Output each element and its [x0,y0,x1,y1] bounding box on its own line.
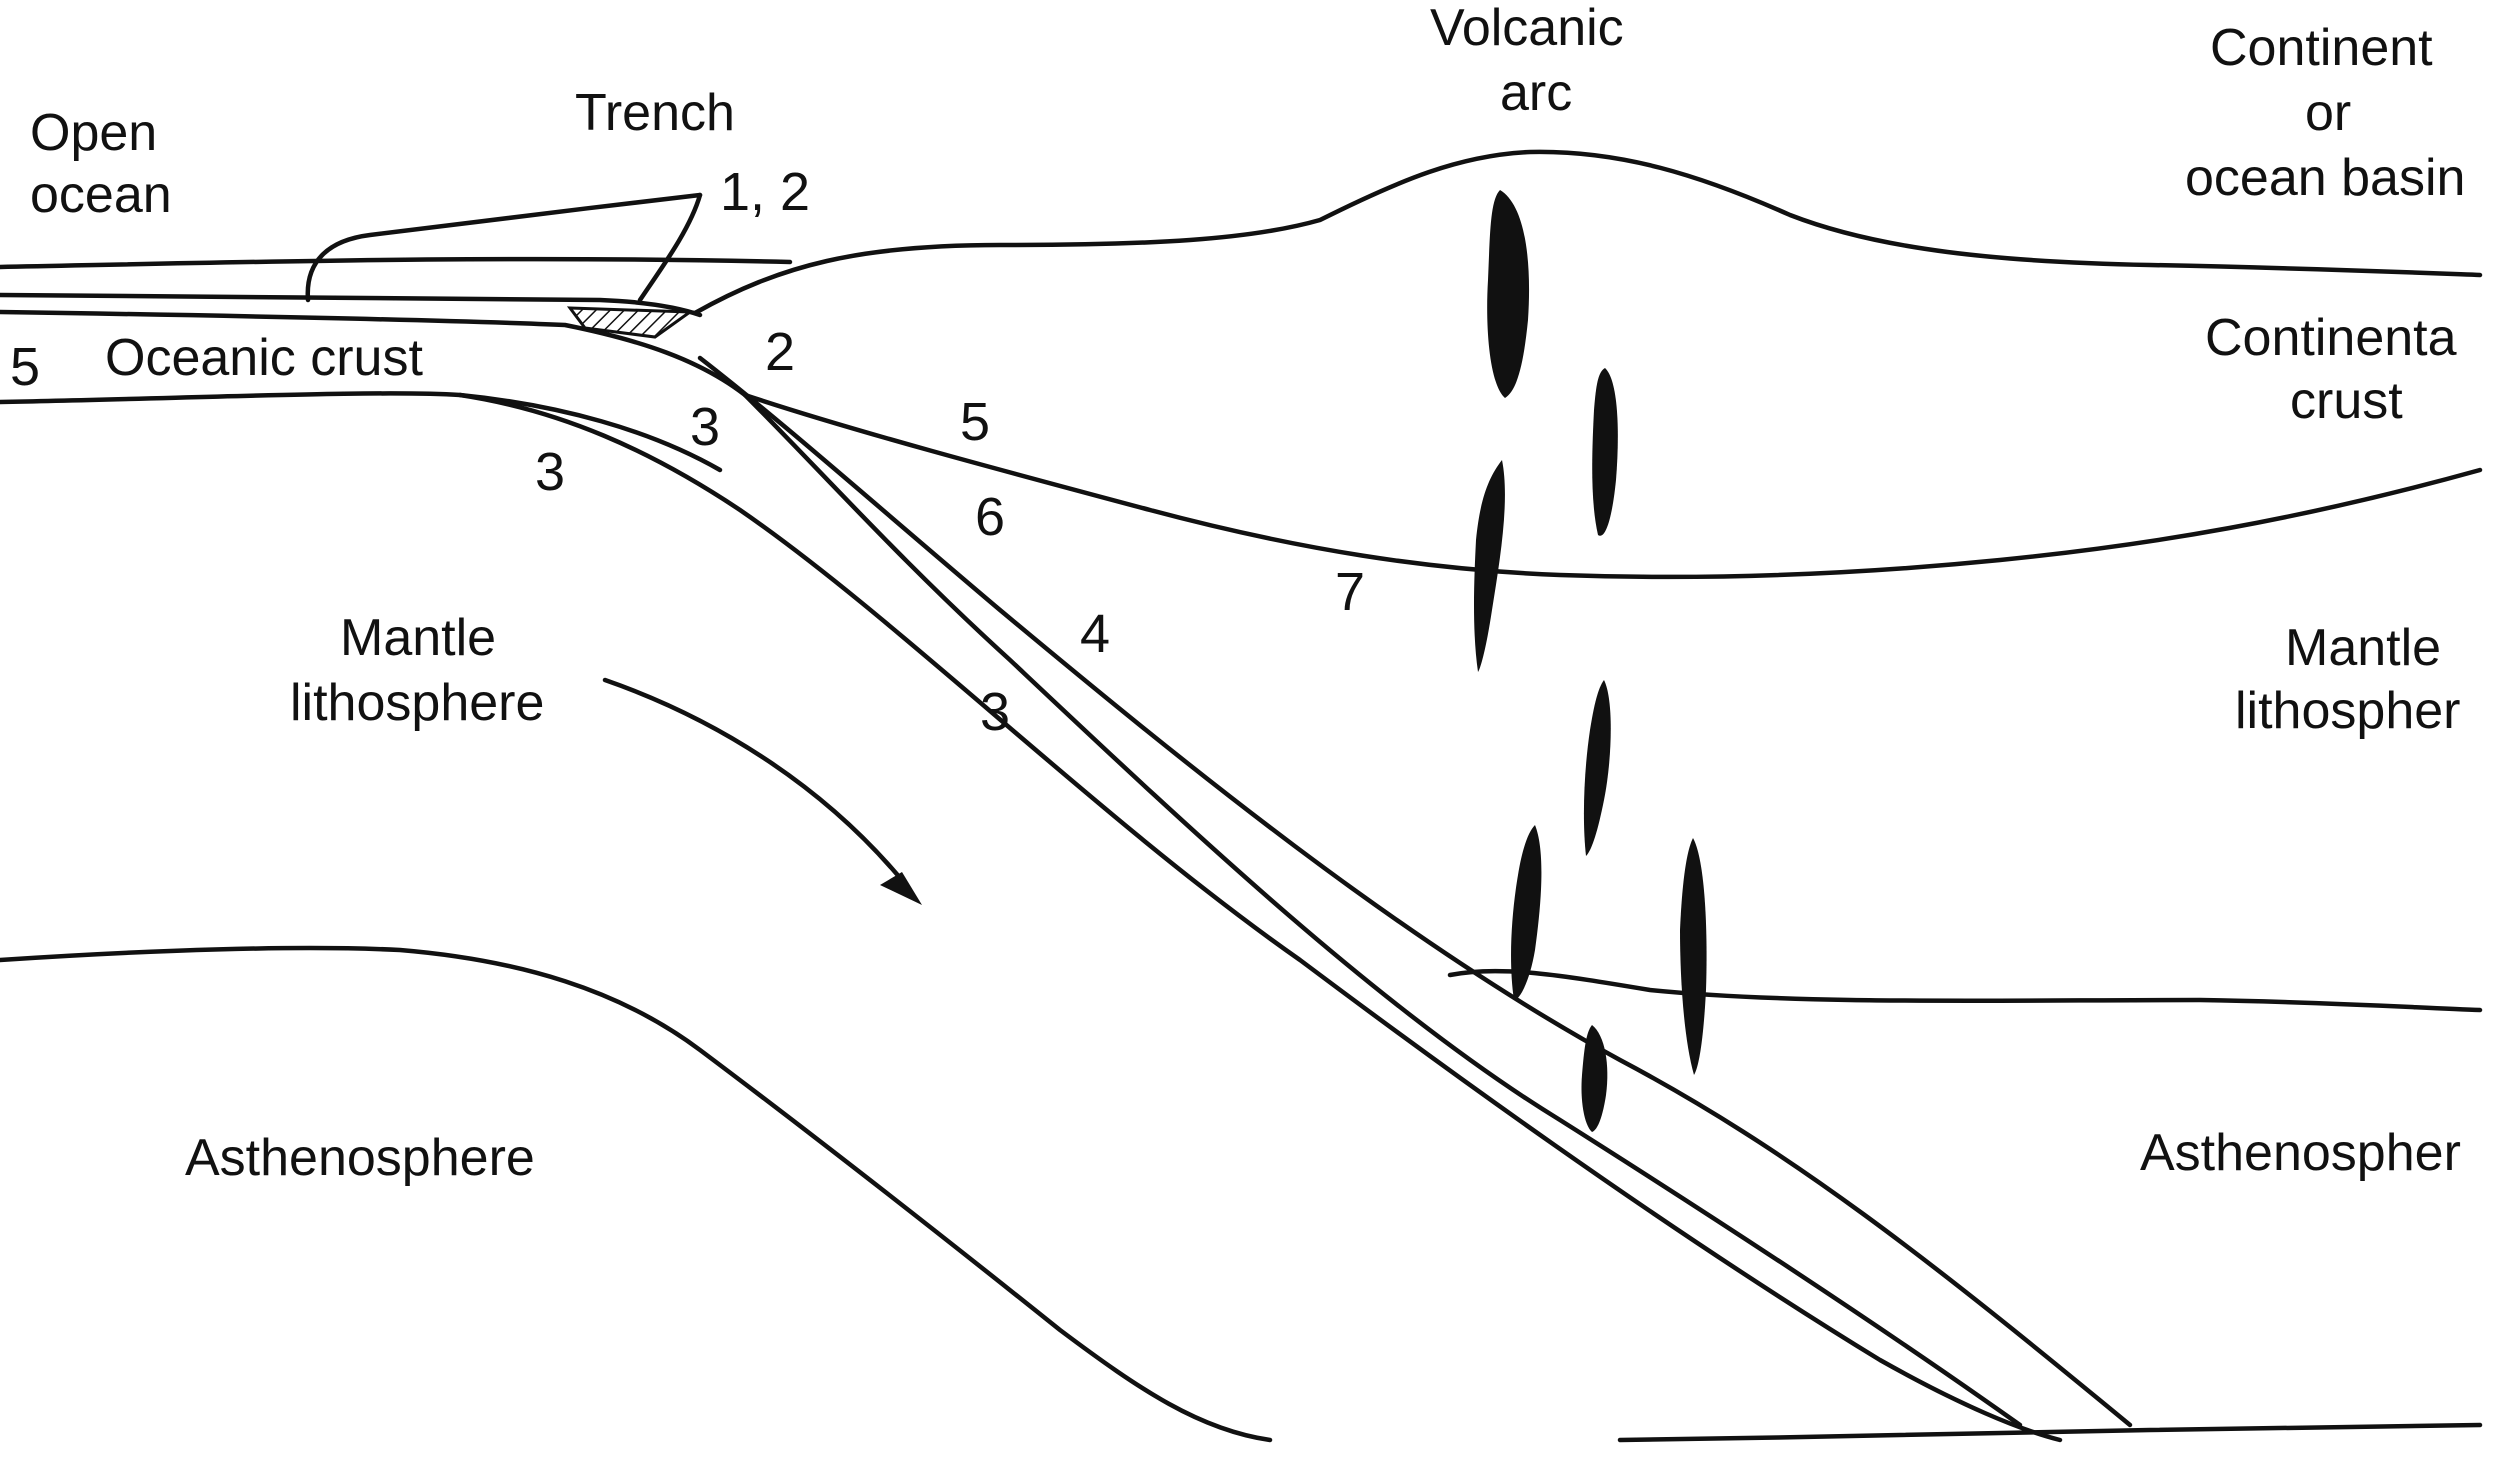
magma-body-3 [1474,460,1505,672]
label-volcanic-arc-line1: Volcanic [1430,0,1624,57]
slab-bottom [457,392,2063,1443]
slab-inner [742,392,2023,1428]
label-volcanic-arc-line2: arc [1500,64,1572,122]
label-number-7: 7 [1335,562,1365,622]
label-number-2: 2 [765,322,795,382]
label-continent-line2: or [2305,84,2351,142]
trench-sediment-wedge [566,306,695,339]
label-mantle-lithosphere-left-line1: Mantle [340,609,496,667]
label-oceanic-crust: Oceanic crust [105,329,423,387]
label-mantle-lithosphere-left-line2: lithosphere [290,674,544,732]
magma-body-5 [1511,825,1542,1000]
label-1-2: 1, 2 [720,162,810,222]
label-trench: Trench [575,84,735,142]
label-open-ocean-line1: Open [30,104,157,162]
label-number-3-c: 3 [980,682,1010,742]
label-mantle-lithosphere-right-line2: lithospher [2235,682,2460,740]
continental-moho [742,392,2483,580]
label-asthenosphere-left: Asthenosphere [185,1129,535,1187]
flow-arrow-head [880,872,922,905]
label-continental-crust-line1: Continenta [2205,309,2457,367]
magma-body-1 [1487,190,1530,398]
label-open-ocean-line2: ocean [30,166,172,224]
slab-top [697,355,2133,1428]
label-number-3-a: 3 [535,442,565,502]
label-number-5-mid: 5 [960,392,990,452]
label-number-5-left: 5 [10,337,40,397]
upper-plate-surface [692,149,2483,316]
label-continental-crust-line2: crust [2290,372,2403,430]
right-lithosphere-base [1447,968,2483,1013]
trench-bracket [305,192,703,303]
flow-arrow [602,677,913,893]
label-continent-line3: ocean basin [2185,149,2465,207]
oceanic-crust-base-left [0,391,723,473]
magma-body-2 [1592,368,1618,536]
label-mantle-lithosphere-right-line1: Mantle [2285,619,2441,677]
magma-body-6 [1680,838,1707,1075]
magma-body-4 [1583,680,1611,856]
left-lithosphere-base [0,945,1273,1443]
label-number-6: 6 [975,487,1005,547]
magma-body-7 [1581,1025,1608,1132]
ocean-surface-line [0,256,793,270]
label-continent-line1: Continent [2210,19,2433,77]
oceanic-crust-top [0,292,703,318]
asthenosphere-bottom-line [1617,1422,2483,1443]
trench-bracket-right [637,192,703,303]
oceanic-crust-bottom [0,309,748,398]
label-asthenosphere-right: Asthenospher [2140,1124,2461,1182]
label-number-3-b: 3 [690,397,720,457]
label-number-4: 4 [1080,604,1110,664]
